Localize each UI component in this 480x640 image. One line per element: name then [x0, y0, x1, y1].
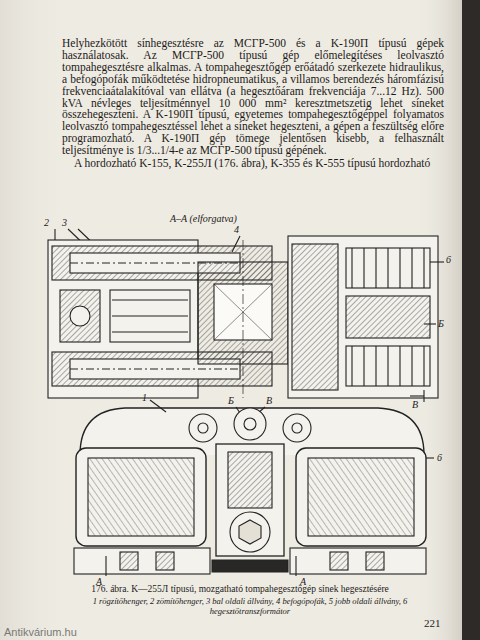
section-mark: В [412, 399, 418, 410]
section-mark: В [266, 395, 272, 406]
callout-number: 2 [44, 217, 49, 228]
callout-number: 6 [437, 452, 442, 463]
body-paragraph: Helyhezkötött sínhegesztésre az МСГР-500… [62, 38, 444, 157]
watermark: Antikvárium.hu [4, 626, 77, 638]
callout-number: 6 [446, 254, 451, 265]
callout-number: 1 [142, 392, 147, 403]
parts-list: 1 rögzítőhenger, 2 zömítőhenger, 3 bal o… [80, 596, 420, 616]
callout-number: 4 [234, 224, 239, 235]
book-page: Helyhezkötött sínhegesztésre az МСГР-500… [0, 0, 462, 640]
section-mark: Б [228, 395, 234, 406]
callout-number: 3 [62, 217, 67, 228]
page-number: 221 [424, 617, 441, 629]
section-mark: Б [438, 318, 444, 329]
section-label: A–A (elforgatva) [170, 213, 237, 224]
body-paragraph: A hordozható K-155, K-255Л (176. ábra), … [62, 158, 430, 170]
figure-caption: 176. ábra. K—255Л típusú, mozgatható tom… [60, 584, 420, 595]
